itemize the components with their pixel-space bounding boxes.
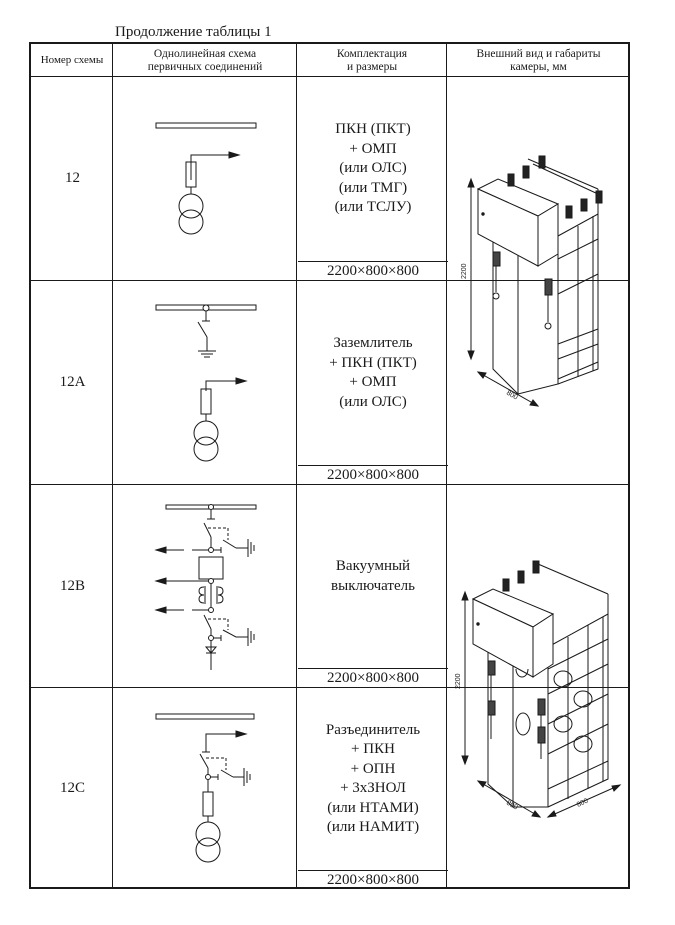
disconnector-fuse-transformer-scheme-icon (114, 688, 298, 889)
dimensions: 2200×800×800 (298, 261, 448, 280)
schemes-table: Номер схемы Однолинейная схема первичных… (29, 42, 630, 889)
header-number: Номер схемы (40, 54, 104, 66)
dimensions: 2200×800×800 (298, 465, 448, 484)
dimensions: 2200×800×800 (298, 668, 448, 687)
row-divider (31, 280, 628, 281)
equipment-description: Разъединитель + ПКН + ОПН + 3хЗНОЛ (или … (325, 721, 421, 836)
equipment-description: ПКН (ПКТ) + ОМП (или ОЛС) (или ТМГ) (или… (334, 121, 412, 216)
scheme-number: 12C (59, 780, 85, 796)
row-divider (31, 687, 628, 688)
header-appearance: Внешний вид и габариты камеры, мм (476, 47, 601, 73)
depth-label: 800 (576, 797, 590, 808)
scheme-number: 12B (59, 577, 85, 594)
row-divider (31, 484, 628, 485)
column-divider (112, 44, 113, 887)
fuse-transformer-scheme-icon (114, 77, 298, 280)
column-divider (296, 44, 297, 887)
cabinet-fuse-illustration: 2200 800 (448, 144, 630, 424)
height-label: 2200 (455, 673, 462, 689)
vacuum-breaker-scheme-icon (114, 485, 298, 687)
equipment-description: Вакуумный выключатель (331, 558, 415, 594)
scheme-number: 12 (65, 170, 80, 186)
scheme-number: 12A (59, 374, 86, 390)
table-caption: Продолжение таблицы 1 (115, 24, 272, 40)
header-scheme: Однолинейная схема первичных соединений (147, 47, 263, 73)
width-label: 800 (505, 800, 519, 812)
row-divider (31, 76, 628, 77)
depth-label: 800 (505, 390, 519, 402)
dimensions: 2200×800×800 (298, 870, 448, 889)
earthing-switch-fuse-transformer-scheme-icon (114, 281, 298, 484)
equipment-description: Заземлитель + ПКН (ПКТ) + ОМП (или ОЛС) (329, 335, 417, 410)
height-label: 2200 (461, 263, 468, 279)
header-equipment: Комплектация и размеры (336, 47, 408, 73)
cabinet-breaker-illustration: 2200 800 800 (448, 549, 630, 839)
